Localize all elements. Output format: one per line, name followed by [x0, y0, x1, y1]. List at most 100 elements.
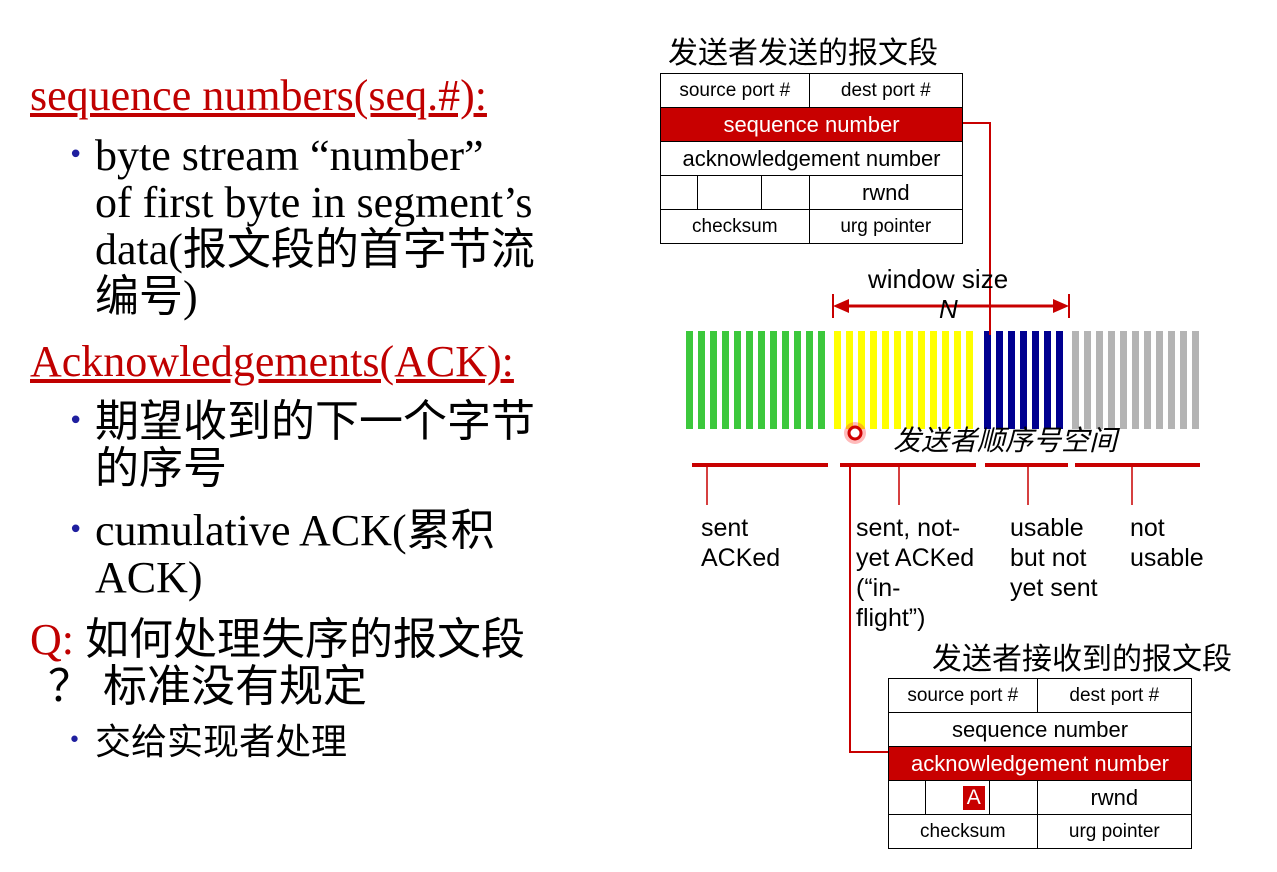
sequence-number-stripe	[806, 331, 813, 429]
sequence-number-stripe	[870, 331, 877, 429]
ack-bullet1-line: 期望收到的下一个字节	[95, 397, 535, 446]
seq-bullet-line: of first byte in segment’s	[95, 178, 533, 227]
seq-connector-line	[963, 122, 991, 335]
seq-bullet-line: data(报文段的首字节流	[95, 225, 535, 274]
source-port-cell: source port #	[888, 678, 1038, 713]
sequence-number-stripe	[818, 331, 825, 429]
ack-number-cell: acknowledgement number	[660, 141, 963, 176]
label-line: usable	[1130, 544, 1204, 572]
label-line: but not	[1010, 544, 1087, 572]
sequence-number-stripe	[1156, 331, 1163, 429]
question-line-2: ？ 标准没有规定	[48, 662, 367, 711]
rwnd-cell: rwnd	[1036, 780, 1193, 815]
sequence-number-stripe	[722, 331, 729, 429]
seq-heading: sequence numbers(seq.#):	[30, 71, 487, 120]
label-line: yet ACKed	[856, 544, 975, 572]
sequence-number-stripe	[1192, 331, 1199, 429]
source-port-cell: source port #	[660, 73, 810, 108]
header-field-cell	[888, 780, 926, 815]
sequence-number-stripe	[984, 331, 991, 429]
urg-pointer-cell: urg pointer	[808, 209, 964, 244]
sequence-number-stripe	[906, 331, 913, 429]
label-line: flight”)	[856, 604, 926, 632]
sequence-number-stripe	[858, 331, 865, 429]
sequence-number-stripe	[1168, 331, 1175, 429]
sequence-number-stripes	[686, 331, 1199, 429]
sequence-number-stripe	[746, 331, 753, 429]
window-arrow-left-head	[833, 299, 849, 313]
dest-port-cell: dest port #	[1036, 678, 1193, 713]
seq-bullet-line: byte stream “number”	[95, 131, 484, 180]
sequence-number-stripe	[954, 331, 961, 429]
dest-port-cell: dest port #	[808, 73, 964, 108]
ack-bullet2-text: cumulative ACK(累积 ACK)	[95, 507, 495, 601]
label-line: sent, not-	[856, 514, 961, 542]
rwnd-cell: rwnd	[808, 175, 964, 210]
bullet-dot: •	[68, 406, 84, 436]
ack-flag: A	[962, 785, 985, 810]
sequence-number-stripe	[770, 331, 777, 429]
ack-number-cell: acknowledgement number	[888, 746, 1192, 781]
sequence-space-label: 发送者顺序号空间	[893, 425, 1118, 456]
label-line: usable	[1010, 514, 1084, 542]
sequence-number-stripe	[1096, 331, 1103, 429]
header-field-cell	[660, 175, 698, 210]
sequence-number-stripe	[1144, 331, 1151, 429]
seq-bullet-line: 编号)	[95, 272, 198, 321]
ack-heading: Acknowledgements(ACK):	[30, 337, 514, 386]
sequence-number-stripe	[966, 331, 973, 429]
receiver-segment-title: 发送者接收到的报文段	[932, 643, 1232, 676]
label-line: sent	[701, 514, 749, 542]
header-field-cell	[696, 175, 762, 210]
window-arrow-right-head	[1053, 299, 1069, 313]
seq-bullet-text: byte stream “number” of first byte in se…	[95, 132, 535, 320]
sequence-number-stripe	[686, 331, 693, 429]
ack-bullet1-text: 期望收到的下一个字节 的序号	[95, 398, 535, 492]
sequence-number-stripe	[996, 331, 1003, 429]
label-line: yet sent	[1010, 574, 1098, 602]
bullet-dot: •	[68, 515, 84, 545]
ack-bullet1-line: 的序号	[95, 444, 227, 493]
ack-bullet2-line: cumulative ACK(累积	[95, 506, 495, 555]
sequence-number-cell: sequence number	[660, 107, 963, 142]
sequence-number-stripe	[794, 331, 801, 429]
question-line-1: Q: 如何处理失序的报文段	[30, 616, 525, 663]
sequence-number-cell: sequence number	[888, 712, 1192, 747]
sequence-number-stripe	[734, 331, 741, 429]
question-prefix: Q:	[30, 615, 74, 664]
flags-cell: A	[924, 780, 990, 815]
sequence-number-stripe	[846, 331, 853, 429]
checksum-cell: checksum	[888, 814, 1038, 849]
pointer-dot	[844, 422, 866, 444]
sequence-number-stripe	[894, 331, 901, 429]
bullet-dot: •	[68, 140, 84, 170]
bullet-dot: •	[68, 728, 81, 753]
sequence-number-stripe	[782, 331, 789, 429]
sequence-number-stripe	[1044, 331, 1051, 429]
sequence-number-stripe	[698, 331, 705, 429]
label-line: not	[1130, 514, 1165, 542]
sequence-number-stripe	[930, 331, 937, 429]
label-line: (“in-	[856, 574, 901, 602]
urg-pointer-cell: urg pointer	[1036, 814, 1193, 849]
sequence-number-stripe	[1120, 331, 1127, 429]
sequence-number-stripe	[942, 331, 949, 429]
label-not-usable: not usable	[1130, 513, 1204, 573]
sequence-number-stripe	[1072, 331, 1079, 429]
question-sub: 交给实现者处理	[95, 722, 348, 762]
sequence-number-stripe	[1084, 331, 1091, 429]
label-usable: usable but not yet sent	[1010, 513, 1098, 603]
sender-segment-table: source port # dest port # sequence numbe…	[660, 73, 964, 244]
header-field-cell	[760, 175, 810, 210]
ack-bullet2-line: ACK)	[95, 553, 203, 602]
pointer-dot	[847, 425, 863, 441]
window-size-label: window size	[868, 264, 1009, 294]
sequence-number-stripe	[834, 331, 841, 429]
sequence-number-stripe	[1008, 331, 1015, 429]
sequence-number-stripe	[882, 331, 889, 429]
window-n-label: N	[939, 294, 958, 324]
sequence-number-stripe	[1032, 331, 1039, 429]
label-sent-acked: sent ACKed	[701, 513, 780, 573]
sequence-number-stripe	[1056, 331, 1063, 429]
receiver-segment-table: source port # dest port # sequence numbe…	[888, 678, 1193, 849]
